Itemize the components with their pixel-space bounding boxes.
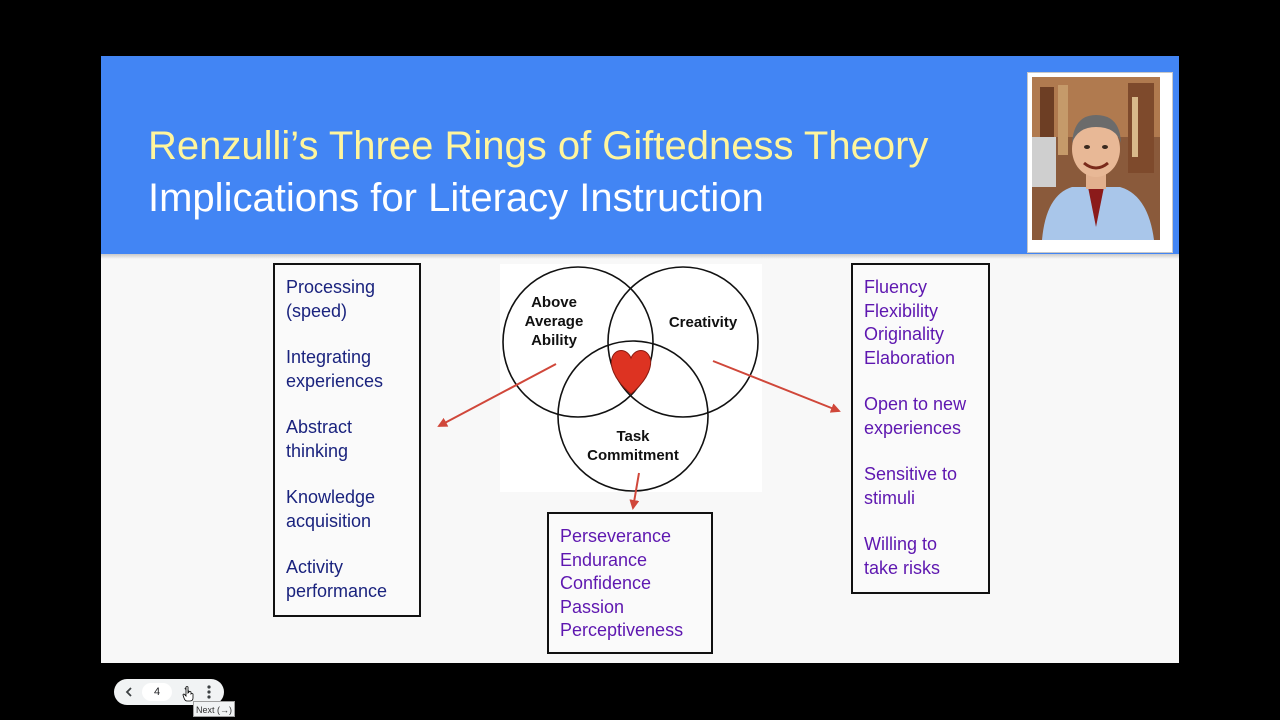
page-number[interactable]: 4: [142, 683, 172, 701]
arrow-right: [713, 361, 839, 411]
arrow-down: [633, 473, 639, 508]
slide: Renzulli’s Three Rings of Giftedness The…: [101, 56, 1179, 663]
prev-slide-button[interactable]: [118, 679, 140, 705]
hand-cursor-icon: [182, 686, 194, 702]
chevron-left-icon: [124, 679, 134, 705]
connector-arrows: [101, 56, 1179, 663]
next-tooltip: Next (→): [193, 701, 235, 717]
arrow-left: [439, 364, 556, 426]
